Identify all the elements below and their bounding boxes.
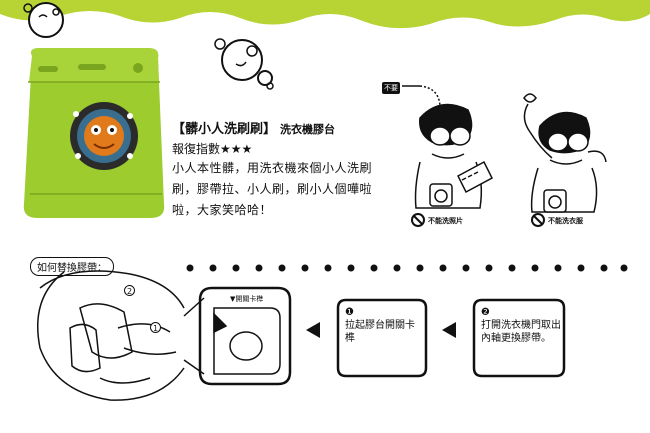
bubble-icon [23, 2, 274, 90]
warning-cartoon [402, 85, 607, 227]
step-1-text: 拉起膠台開關卡榫 [345, 320, 415, 344]
step-2-card: ❷ 打開洗衣機門取出內軸更換膠帶。 [481, 306, 561, 345]
warning-no-clothes: 不能洗衣服 [548, 217, 583, 225]
step-1-card: ❶ 拉起膠台開關卡榫 [345, 306, 423, 345]
step-2-text: 打開洗衣機門取出內軸更換膠帶。 [481, 320, 561, 344]
warning-no-photo: 不能洗照片 [428, 217, 463, 225]
step-1-number: ❶ [345, 307, 354, 318]
photo-marker-1: 1 [150, 322, 161, 333]
product-title-line: 【髒小人洗刷刷】洗衣機膠台 [172, 118, 335, 137]
washing-machine-icon [23, 48, 165, 218]
step-2-number: ❷ [481, 307, 490, 318]
product-title: 【髒小人洗刷刷】 [172, 122, 277, 137]
top-wave-band [0, 0, 650, 29]
revenge-rating: 報復指數★★★ [172, 142, 253, 156]
dotted-divider [186, 264, 628, 272]
warning-badge: 不要 [382, 82, 400, 94]
photo-marker-2: 2 [124, 285, 135, 296]
no-entry-icon [411, 213, 545, 227]
bubble-cluster [23, 2, 274, 90]
product-description: 小人本性髒，用洗衣機來個小人洗刷刷，膠帶拉、小人刷，刷小人個嘩啦啦，大家笑哈哈！ [172, 161, 373, 217]
cap-label: ▼開關卡榫 [230, 295, 264, 303]
howto-illustrations [37, 270, 566, 401]
product-subtitle: 洗衣機膠台 [280, 123, 336, 136]
arrow-left-icon [306, 322, 456, 338]
